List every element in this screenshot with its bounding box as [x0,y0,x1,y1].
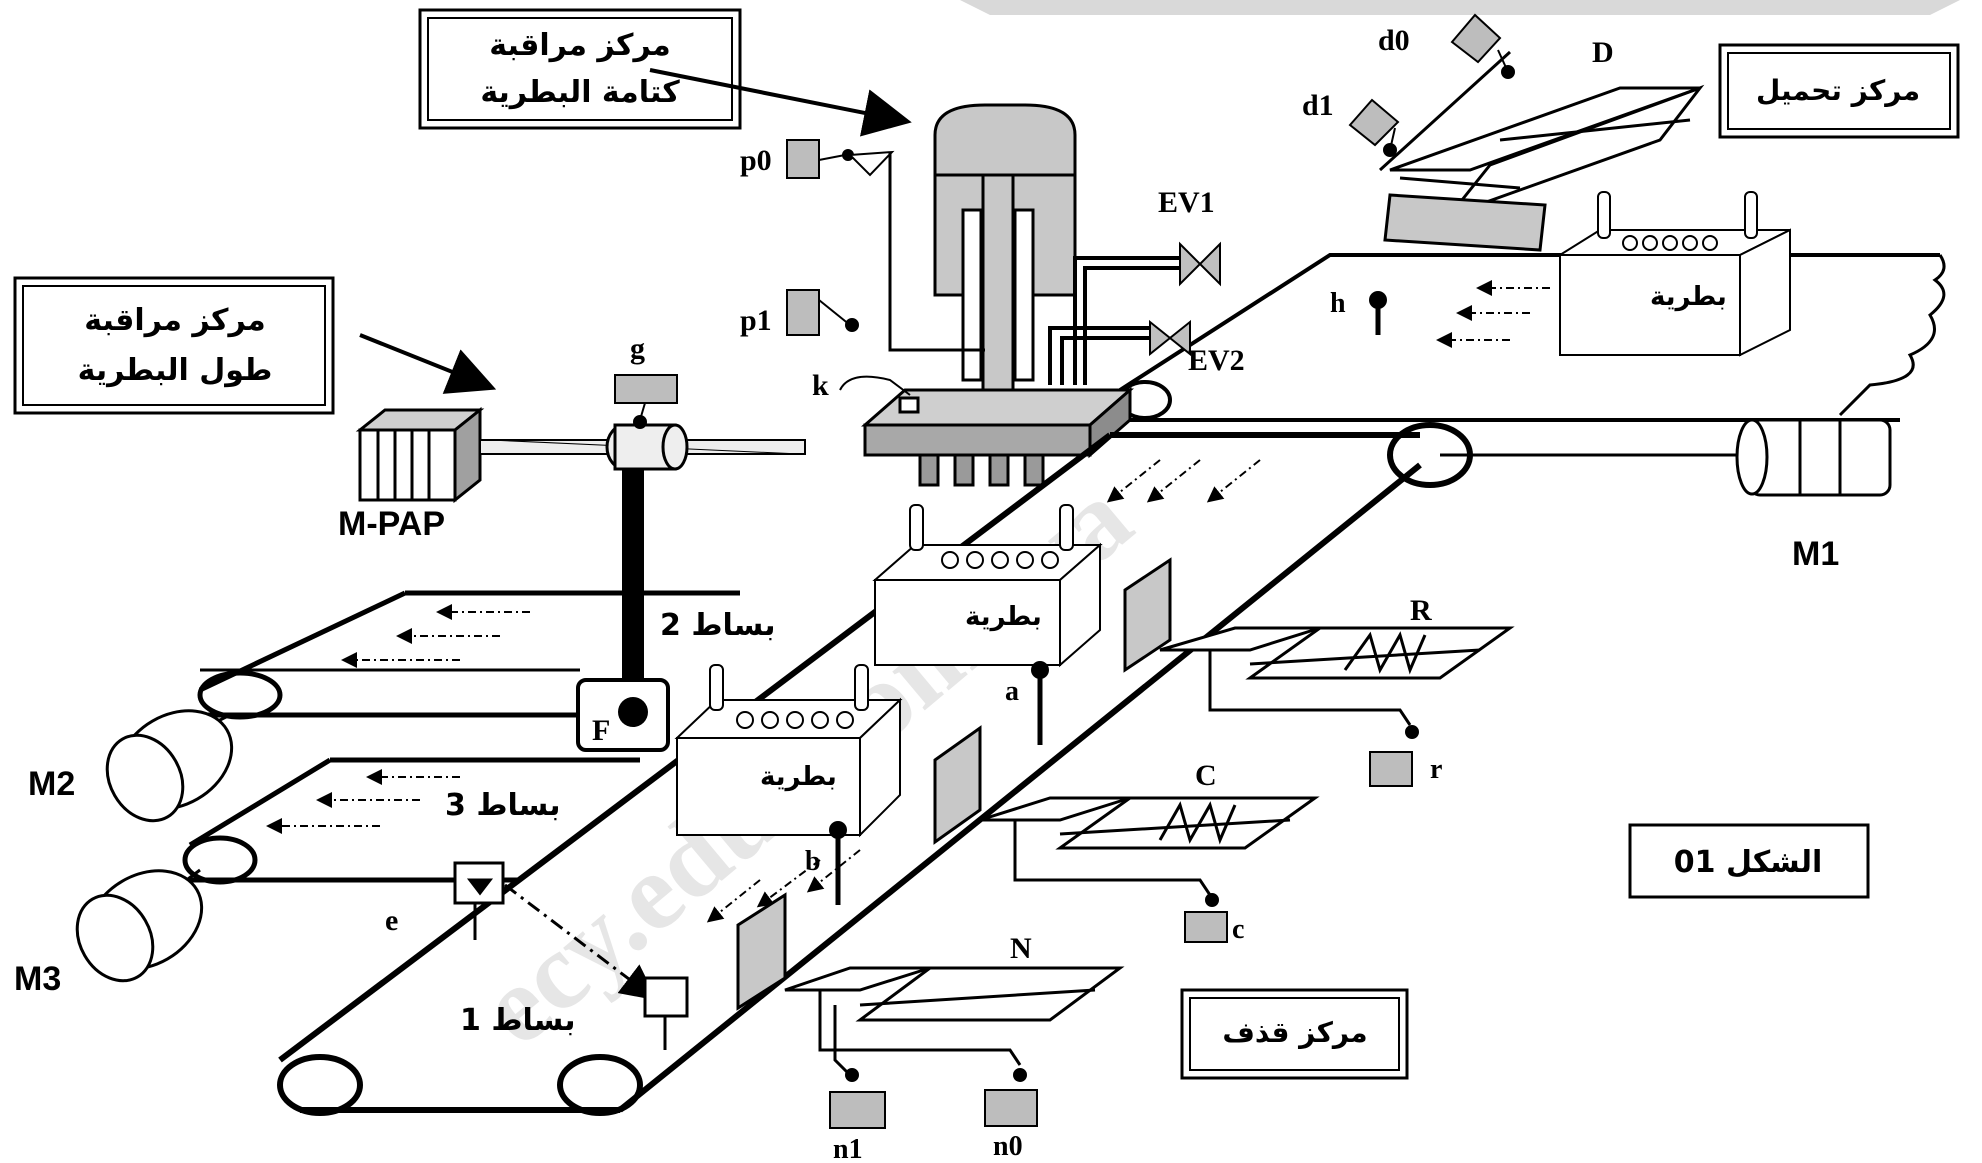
conveyor-1-label: بساط 1 [460,1003,576,1038]
motor-m2 [105,709,234,823]
cylinder-d-label: D [1592,36,1614,69]
sensor-p1-label: p1 [740,304,772,337]
top-banner [960,0,1960,15]
conveyor-3-label: بساط 3 [445,788,561,823]
battery-lower [674,664,903,838]
sensor-h [1369,291,1387,335]
seal-check-box [418,8,742,130]
flow-arrows-c1 [706,459,1261,923]
battery-middle-label: بطرية [965,602,1042,632]
sensor-p0-label: p0 [740,144,772,177]
press-unit [861,103,1134,487]
ejection-station-box [1180,988,1409,1080]
pusher-r [1123,557,1515,726]
length-check-arrow [359,333,497,394]
sensor-f-label: F [592,714,610,747]
conveyor-2 [197,590,740,720]
sensor-f [576,469,670,752]
sensor-p1 [786,289,859,336]
seal-check-line1: مركز مراقبة [489,28,670,63]
length-check-box [13,276,335,415]
seal-check-arrow [649,68,912,137]
sensor-n0-label: n0 [993,1131,1023,1162]
sensor-a-label: a [1005,676,1019,707]
figure-label: الشكل 01 [1674,845,1823,880]
sensor-k-label: k [812,369,829,402]
ejection-station-label: مركز قذف [1222,1016,1367,1049]
sensor-g [614,374,678,429]
sensor-c [1184,893,1228,943]
conveyor-2-label: بساط 2 [660,608,776,643]
stepper-motor-mpap [355,406,806,504]
length-check-line1: مركز مراقبة [84,303,265,338]
sensor-c-label: c [1232,914,1244,945]
pusher-r-label: R [1410,594,1432,627]
air-pipes [1048,256,1190,385]
sensor-b-label: b [805,846,821,877]
cylinder-d [1378,50,1705,252]
motor-m3-label: M3 [14,960,61,998]
motor-m1 [1440,418,1892,497]
sensor-k [839,375,911,396]
battery-top-label: بطرية [1650,282,1727,312]
pusher-n [736,892,1125,1077]
valve-ev1 [1179,241,1221,287]
sensor-a [1031,661,1049,745]
flow-arrows-top [1436,280,1550,348]
motor-m3 [75,868,204,983]
stepper-motor-label: M-PAP [338,505,445,543]
figure-label-box [1628,823,1870,899]
sensor-p0 [786,139,985,352]
sensor-n1-label: n1 [833,1134,863,1163]
motor-m1-label: M1 [1792,535,1839,573]
conveyor-3 [182,757,640,885]
sensor-d0-label: d0 [1378,24,1410,57]
valve-ev1-label: EV1 [1158,186,1215,219]
sensor-e-label: e [385,904,398,937]
flow-arrows-c3 [266,769,460,834]
flow-arrows-c2 [341,604,530,668]
sensor-d1-label: d1 [1302,89,1334,122]
seal-check-line2: كتامة البطرية [480,75,680,110]
sensor-b [829,821,847,905]
length-check-line2: طول البطرية [78,353,273,388]
sensor-n0 [984,1068,1038,1127]
sensor-g-label: g [630,332,645,365]
pusher-c [933,725,1320,896]
sensor-r [1369,725,1419,787]
conveyor-top [1118,253,1946,422]
sensor-e [453,861,689,1050]
sensor-d1 [1348,98,1400,157]
pusher-c-label: C [1195,759,1217,792]
motor-m2-label: M2 [28,765,75,803]
valve-ev2 [1149,319,1191,357]
sensor-r-label: r [1430,754,1442,785]
sensor-d0 [1450,13,1515,79]
sensor-n1 [829,1068,886,1129]
loading-station-label: مركز تحميل [1756,74,1920,107]
loading-station-box [1718,43,1960,139]
battery-lower-label: بطرية [760,762,837,792]
sensor-h-label: h [1330,288,1346,319]
valve-ev2-label: EV2 [1188,344,1245,377]
pusher-n-label: N [1010,932,1032,965]
battery-middle [872,504,1103,668]
battery-top [1556,191,1791,357]
